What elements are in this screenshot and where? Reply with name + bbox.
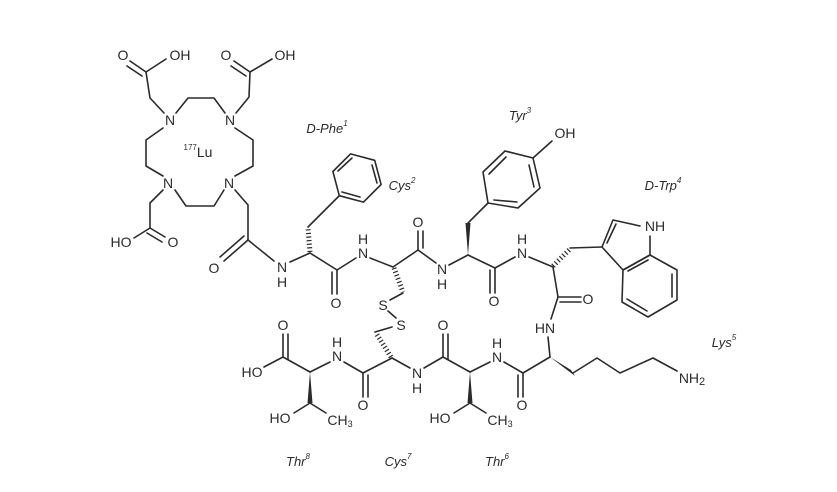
atom-n: N <box>358 245 368 261</box>
atom-o: O <box>438 317 449 333</box>
atom-ch3: CH3 <box>487 412 512 429</box>
atom-n: N <box>165 112 175 128</box>
atom-o: O <box>583 291 594 307</box>
bonds <box>126 58 678 414</box>
residue-label-d-phe1: D-Phe1 <box>306 119 347 136</box>
atom-n: N <box>224 175 234 191</box>
atom-h: H <box>412 380 422 396</box>
atom-o: O <box>221 47 232 63</box>
atom-n: N <box>492 349 502 365</box>
atom-ho: HO <box>242 364 263 380</box>
atom-oh: OH <box>275 47 296 63</box>
atom-o: O <box>489 293 500 309</box>
atom-n: N <box>225 112 235 128</box>
atom-nh: NH <box>645 218 665 234</box>
residue-label-tyr3: Tyr3 <box>509 106 532 123</box>
atom-h: H <box>437 276 447 292</box>
atom-oh: OH <box>555 125 576 141</box>
atom-nh2: NH2 <box>679 370 705 388</box>
atom-hn: HN <box>535 320 555 336</box>
atom-n: N <box>163 175 173 191</box>
atom-h: H <box>517 231 527 247</box>
residue-labels: D-Phe1 Cys2 Tyr3 D-Trp4 Lys5 Thr6 Cys7 T… <box>286 106 737 469</box>
residue-label-cys7: Cys7 <box>385 452 412 469</box>
atom-s: S <box>396 317 405 333</box>
residue-label-cys2: Cys2 <box>389 176 416 193</box>
atom-labels: O OH O OH N N N N 177Lu HO O O N H O N H… <box>111 47 706 429</box>
atom-o: O <box>168 234 179 250</box>
atom-h: H <box>332 334 342 350</box>
residue-label-thr6: Thr6 <box>485 452 510 469</box>
metal-mass: 177 <box>184 143 198 152</box>
residue-label-lys5: Lys5 <box>712 333 737 350</box>
atom-n: N <box>517 245 527 261</box>
atom-o: O <box>358 397 369 413</box>
atom-ch3: CH3 <box>327 412 352 429</box>
atom-n: N <box>412 365 422 381</box>
atom-o: O <box>118 47 129 63</box>
residue-label-d-trp4: D-Trp4 <box>645 176 682 193</box>
metal-label: 177Lu <box>184 143 213 161</box>
atom-o: O <box>517 397 528 413</box>
atom-o: O <box>413 214 424 230</box>
atom-ho: HO <box>430 410 451 426</box>
metal-symbol: Lu <box>197 144 213 160</box>
atom-h: H <box>492 335 502 351</box>
atom-h: H <box>358 231 368 247</box>
atom-o: O <box>331 295 342 311</box>
atom-s: S <box>378 297 387 313</box>
atom-ho: HO <box>111 234 132 250</box>
atom-n: N <box>332 348 342 364</box>
atom-ho: HO <box>270 410 291 426</box>
residue-label-thr8: Thr8 <box>286 452 311 469</box>
atom-h: H <box>277 274 287 290</box>
atom-o: O <box>278 317 289 333</box>
atom-n: N <box>437 261 447 277</box>
atom-n: N <box>277 259 287 275</box>
atom-oh: OH <box>170 47 191 63</box>
atom-o: O <box>209 260 220 276</box>
